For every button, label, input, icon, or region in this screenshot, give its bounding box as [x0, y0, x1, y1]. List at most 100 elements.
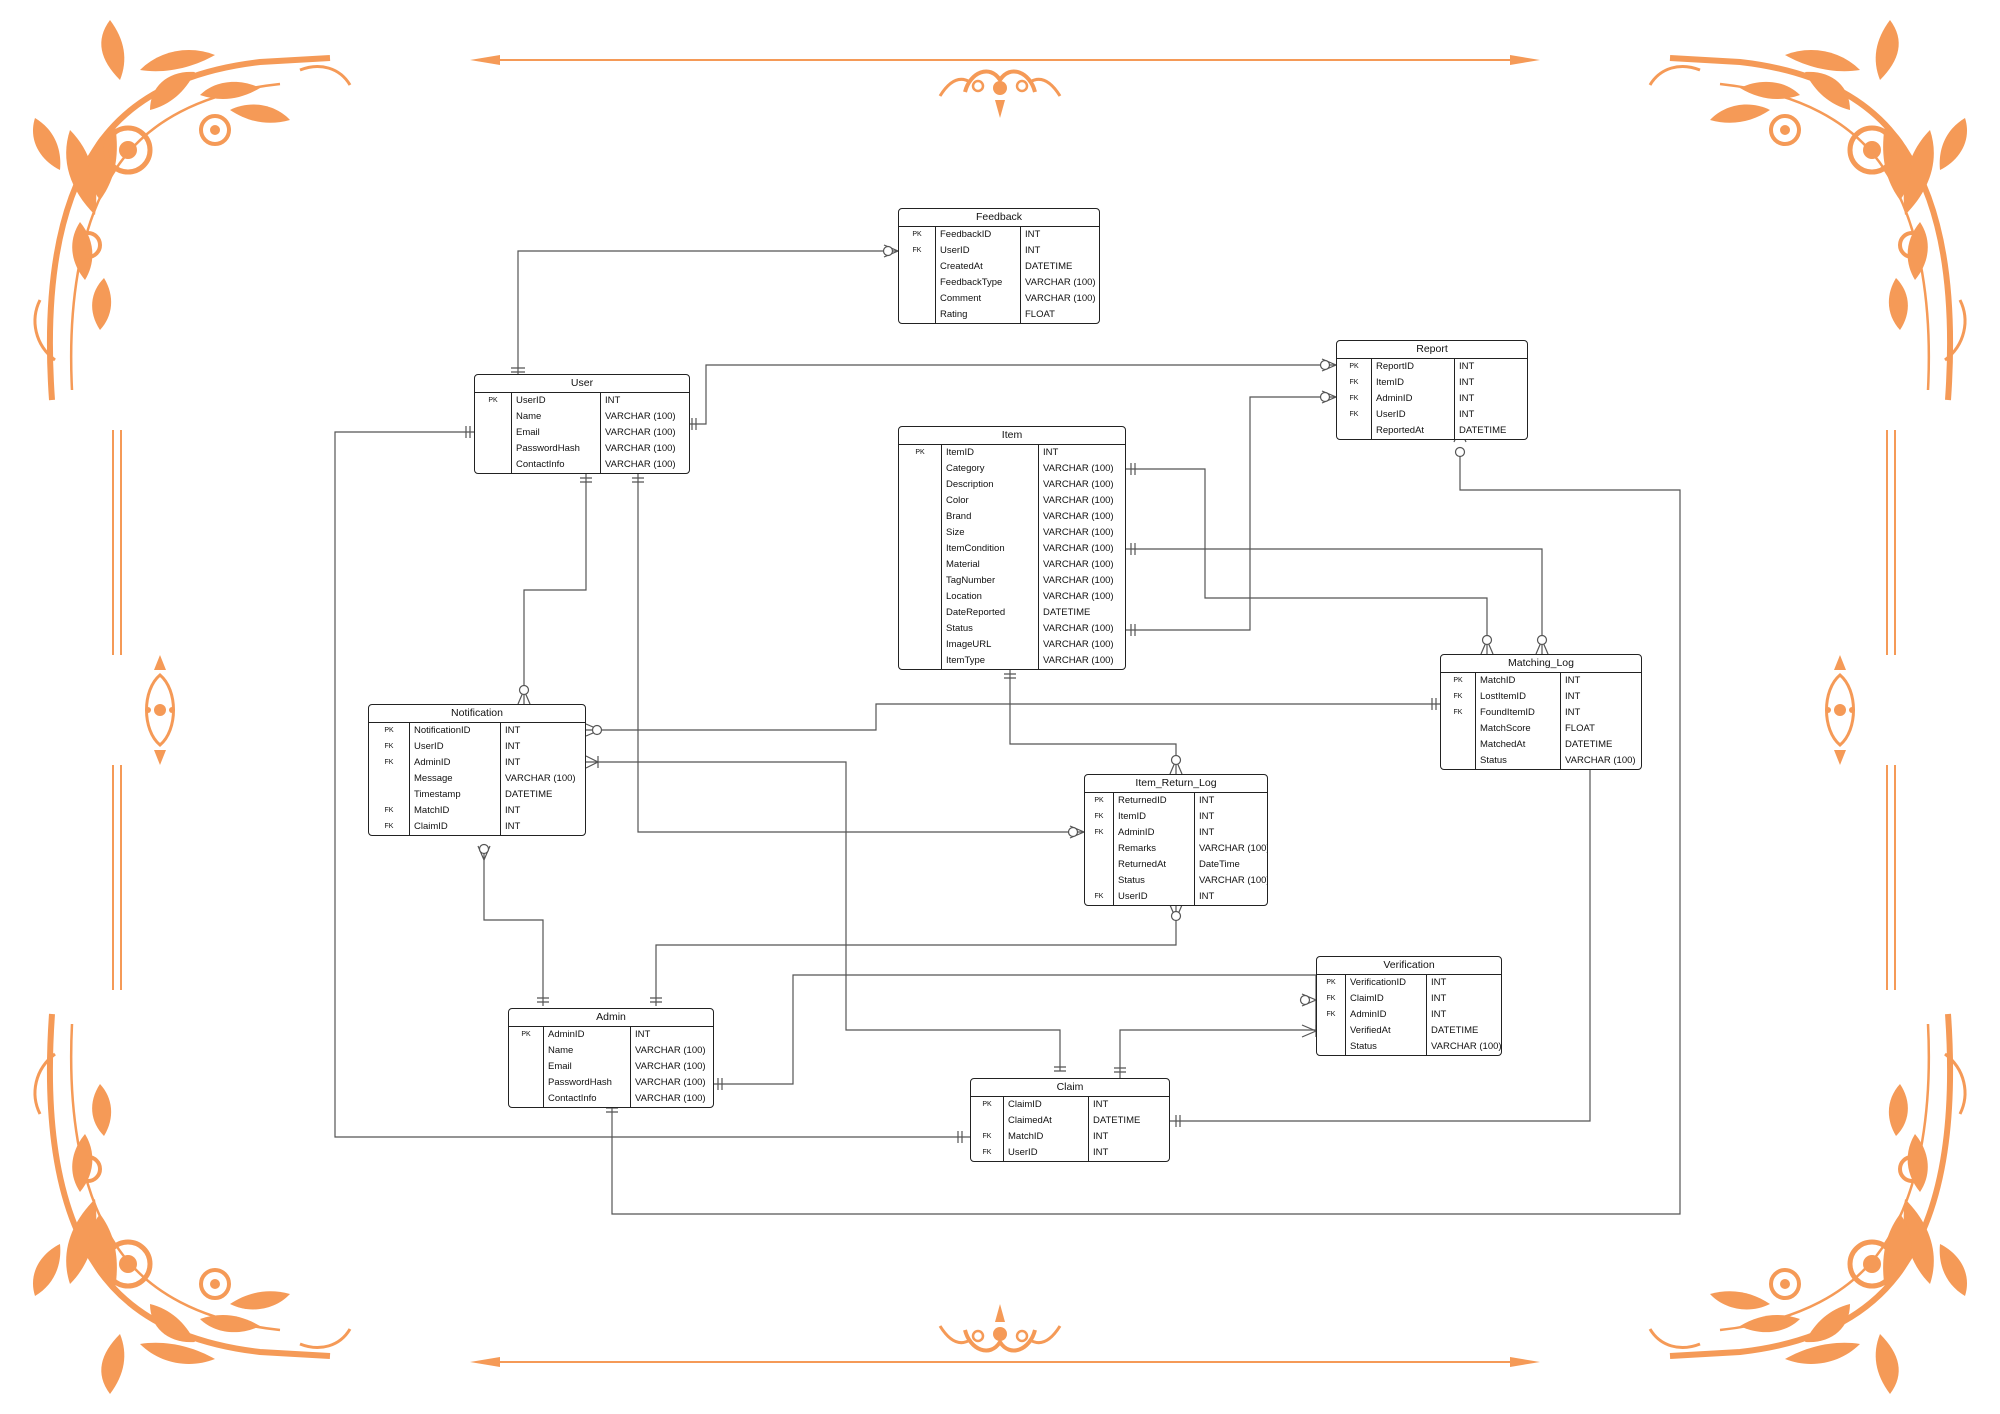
field-type: INT: [505, 757, 521, 768]
field-name: ImageURL: [942, 637, 1039, 653]
field-type: INT: [505, 725, 521, 736]
field-name: UserID: [512, 393, 601, 409]
field-key: [899, 541, 942, 557]
user-feedback-connector: [517, 250, 898, 376]
field-type: INT: [505, 805, 521, 816]
field-name: AdminID: [544, 1027, 631, 1043]
user-returnlog-connector: [637, 470, 1084, 833]
field-key: [899, 493, 942, 509]
field-name: FeedbackType: [936, 275, 1021, 291]
admin-returnlog-connector: [655, 905, 1177, 1006]
field-key: FK: [1085, 889, 1114, 905]
entity-title: Admin: [509, 1009, 713, 1027]
field-row: ImageURL VARCHAR (100): [899, 637, 1125, 653]
field-key: [509, 1043, 544, 1059]
field-type: DATETIME: [1565, 739, 1613, 750]
field-key: FK: [1337, 375, 1372, 391]
entity-title: Notification: [369, 705, 585, 723]
field-key: [1085, 857, 1114, 873]
field-key: [475, 409, 512, 425]
field-key: [509, 1075, 544, 1091]
field-name: AdminID: [1114, 825, 1195, 841]
field-key: PK: [1317, 975, 1346, 991]
field-type: VARCHAR (100): [1043, 575, 1114, 586]
field-type: FLOAT: [1565, 723, 1595, 734]
field-type: VARCHAR (100): [1043, 543, 1114, 554]
field-name: NotificationID: [410, 723, 501, 739]
field-name: Comment: [936, 291, 1021, 307]
entity-title: Feedback: [899, 209, 1099, 227]
field-row: Comment VARCHAR (100): [899, 291, 1099, 307]
field-type: VARCHAR (100): [1043, 655, 1114, 666]
field-key: [1085, 841, 1114, 857]
field-name: VerifiedAt: [1346, 1023, 1427, 1039]
field-key: [899, 557, 942, 573]
field-type: VARCHAR (100): [635, 1077, 706, 1088]
field-type: VARCHAR (100): [1199, 843, 1267, 854]
field-type: DATETIME: [1093, 1115, 1141, 1126]
entity-title: User: [475, 375, 689, 393]
field-type: INT: [1199, 891, 1215, 902]
field-name: Name: [544, 1043, 631, 1059]
field-key: FK: [369, 803, 410, 819]
field-name: UserID: [936, 243, 1021, 259]
field-name: PasswordHash: [512, 441, 601, 457]
field-name: MatchID: [1476, 673, 1561, 689]
field-key: [1317, 1023, 1346, 1039]
field-type: INT: [1093, 1099, 1109, 1110]
item-returnlog-connector: [1009, 670, 1177, 774]
user-claim-connector: [334, 431, 970, 1138]
field-row: Remarks VARCHAR (100): [1085, 841, 1267, 857]
field-type: INT: [505, 821, 521, 832]
field-type: VARCHAR (100): [1043, 639, 1114, 650]
field-name: MatchID: [410, 803, 501, 819]
field-type: VARCHAR (100): [1025, 277, 1096, 288]
field-type: VARCHAR (100): [1025, 293, 1096, 304]
field-name: TagNumber: [942, 573, 1039, 589]
field-name: Remarks: [1114, 841, 1195, 857]
field-key: [1317, 1039, 1346, 1055]
field-type: INT: [1565, 707, 1581, 718]
field-type: INT: [605, 395, 621, 406]
field-type: DATETIME: [1043, 607, 1091, 618]
claim-verification-connector: [1119, 1000, 1317, 1078]
matching-claim-connector: [1170, 770, 1591, 1122]
field-name: Color: [942, 493, 1039, 509]
field-key: [1085, 873, 1114, 889]
field-row: FeedbackType VARCHAR (100): [899, 275, 1099, 291]
field-key: [509, 1059, 544, 1075]
field-type: INT: [1431, 993, 1447, 1004]
field-key: [475, 457, 512, 473]
field-type: DateTime: [1199, 859, 1240, 870]
field-type: VARCHAR (100): [1043, 623, 1114, 634]
